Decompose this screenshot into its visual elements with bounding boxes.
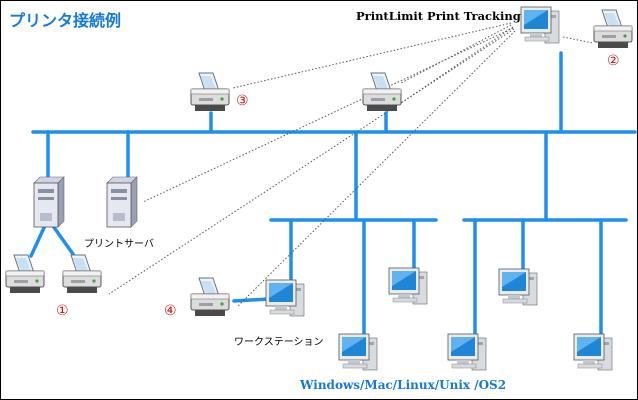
tracking-lines xyxy=(108,22,594,307)
printer-center xyxy=(362,72,402,112)
workstation-1 xyxy=(265,279,305,317)
tracking-server xyxy=(520,6,560,44)
print-server-tower xyxy=(106,176,138,228)
marker-4: ④ xyxy=(164,303,177,319)
workstation-5 xyxy=(447,333,487,371)
printlimit-label: PrintLimit Print Tracking xyxy=(356,9,521,23)
workstation-label: ワークステーション xyxy=(234,337,324,348)
network-lines xyxy=(29,51,637,336)
os-label: Windows/Mac/Linux/Unix /OS2 xyxy=(300,378,507,392)
server-tower-a xyxy=(33,176,65,228)
marker-2: ② xyxy=(607,53,620,69)
marker-3: ③ xyxy=(236,93,249,109)
printer-1 xyxy=(62,254,102,294)
printer-left-a xyxy=(5,254,45,294)
printer-3 xyxy=(190,72,230,112)
workstation-2 xyxy=(388,267,428,305)
marker-1: ① xyxy=(56,303,69,319)
workstation-6 xyxy=(573,333,613,371)
printer-2 xyxy=(593,9,633,49)
diagram-title: プリンタ接続例 xyxy=(9,11,122,30)
workstation-4 xyxy=(338,333,378,371)
print-server-label: プリントサーバ xyxy=(84,239,154,250)
workstation-3 xyxy=(498,268,538,306)
printer-4 xyxy=(190,277,230,317)
